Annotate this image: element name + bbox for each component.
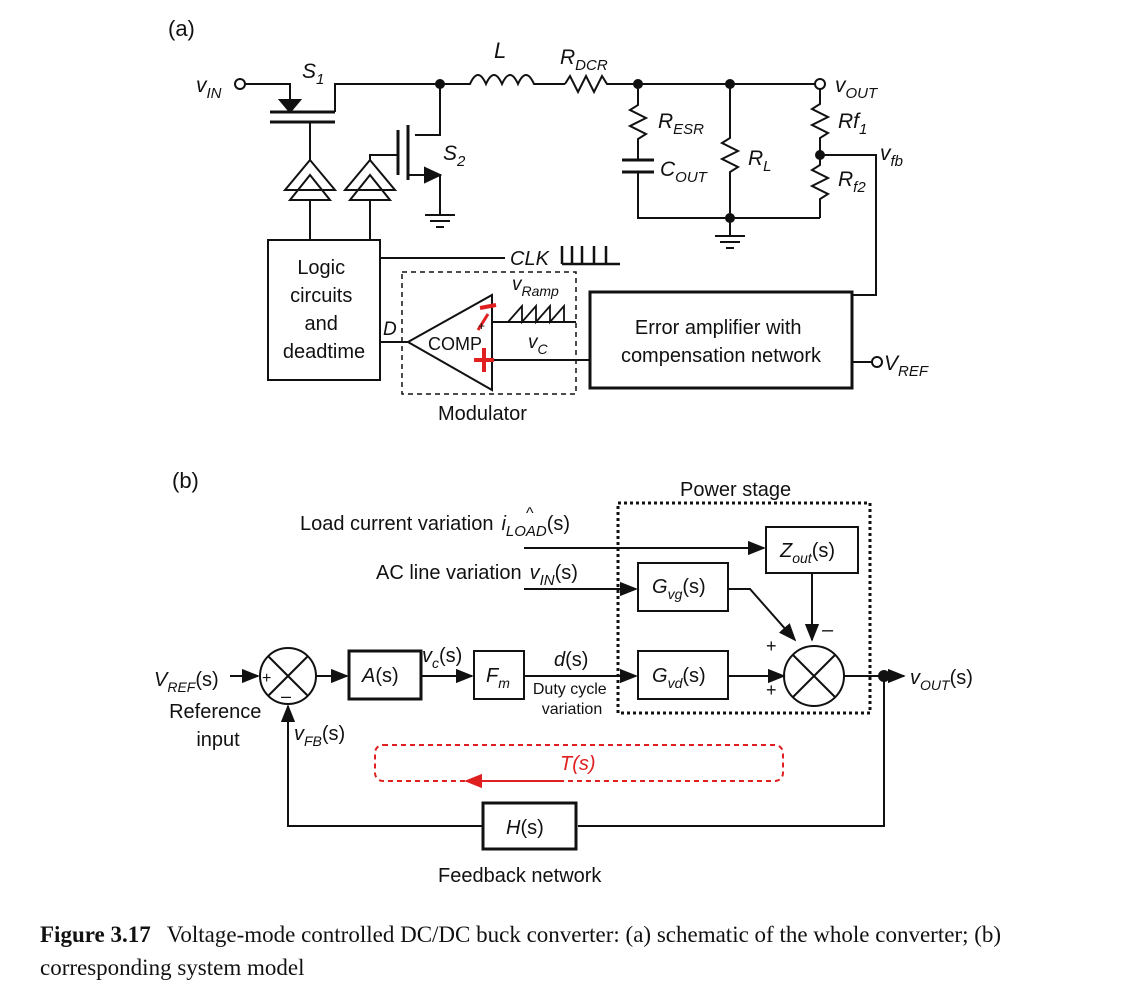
comp-plus-mark	[474, 348, 494, 372]
logic-block	[267, 239, 381, 381]
duty-cycle-text: Duty cycle variation	[533, 681, 611, 718]
clk-waveform-icon	[560, 246, 620, 266]
switch-s1	[270, 83, 445, 160]
rf2-label: Rf2	[838, 168, 866, 196]
svg-text:–: –	[281, 686, 291, 706]
vfb-hat-label: vFB(s)	[294, 723, 345, 749]
fm-label: Fm	[486, 665, 510, 691]
resistor-rl	[719, 84, 741, 218]
error-amplifier-block	[588, 290, 854, 390]
switch-s2	[380, 125, 455, 228]
comparator	[405, 293, 493, 392]
gvg-label: Gvg(s)	[652, 576, 706, 602]
vramp-label: vRamp	[512, 274, 559, 299]
caption-label: Figure 3.17	[40, 922, 151, 947]
error-amp-text: Error amplifier with compensation networ…	[621, 317, 822, 367]
comp-minus-mark	[479, 303, 497, 310]
sum-junction-input	[259, 647, 317, 705]
svg-text:^: ^	[526, 505, 534, 522]
clk-label: CLK	[510, 248, 551, 270]
panel-a-schematic: (a) vIN S1 S2	[168, 16, 929, 425]
resistor-rdcr	[564, 73, 820, 95]
panel-a-label: (a)	[168, 16, 195, 41]
zout-label: Zout(s)	[779, 540, 835, 566]
cout-label: COUT	[660, 158, 709, 186]
gate-driver-2	[342, 154, 398, 240]
d-hat-label: d(s)	[554, 649, 588, 671]
h-label: H(s)	[506, 817, 544, 839]
converter-figure: (a) vIN S1 S2	[154, 16, 973, 887]
vref-input-label: VREF(s)	[154, 669, 219, 695]
comp-label: COMP	[428, 334, 482, 354]
vc-label: vC	[528, 332, 549, 357]
modulator-box	[401, 271, 577, 395]
vin-terminal	[234, 78, 246, 90]
modulator-label: Modulator	[438, 403, 527, 425]
inductor-l	[440, 74, 565, 87]
s2-label: S2	[443, 142, 466, 170]
resr-label: RESR	[658, 110, 704, 138]
svg-text:+: +	[766, 636, 777, 656]
logic-text: Logic circuits and deadtime	[283, 257, 365, 363]
rl-label: RL	[748, 147, 772, 175]
vc-hat-label: vc(s)	[422, 645, 462, 671]
power-stage-label: Power stage	[680, 479, 791, 501]
feedback-network-label: Feedback network	[438, 865, 602, 887]
ramp-waveform-icon	[507, 303, 565, 325]
vfb-wire	[820, 154, 877, 296]
svg-text:–: –	[822, 619, 834, 641]
svg-text:+: +	[262, 670, 271, 687]
vin-wire	[245, 83, 291, 100]
vin-label: vIN	[196, 74, 222, 102]
vref-label: VREF	[884, 352, 929, 380]
power-stage-box	[616, 501, 872, 715]
feedback-path	[578, 676, 885, 827]
rdcr-label: RDCR	[560, 46, 608, 74]
d-label: D	[383, 319, 397, 340]
resistor-rf1	[809, 89, 831, 155]
sum-junction-output	[783, 645, 845, 707]
vout-terminal	[814, 78, 826, 90]
loop-gain-box	[374, 744, 784, 782]
vfb-label: vfb	[880, 142, 903, 170]
svg-text:+: +	[478, 319, 485, 333]
resistor-resr	[627, 84, 649, 160]
rf1-label: Rf1	[838, 110, 867, 138]
vout-label: vOUT	[835, 74, 879, 102]
gvg-block	[637, 562, 729, 612]
reference-input-text: Reference input	[169, 701, 267, 751]
caption-text: Voltage-mode controlled DC/DC buck conve…	[40, 922, 1002, 980]
l-label: L	[494, 38, 506, 63]
s1-label: S1	[302, 60, 324, 88]
svg-text:+: +	[766, 680, 777, 700]
resistor-rf2	[809, 155, 831, 218]
gvd-label: Gvd(s)	[652, 665, 706, 691]
vout-hat-label: vOUT(s)	[910, 667, 973, 693]
vref-terminal	[871, 356, 883, 368]
gate-driver-1	[282, 158, 338, 240]
panel-b-label: (b)	[172, 468, 199, 493]
loop-gain-label: T(s)	[560, 753, 596, 775]
a-label: A(s)	[361, 665, 399, 687]
